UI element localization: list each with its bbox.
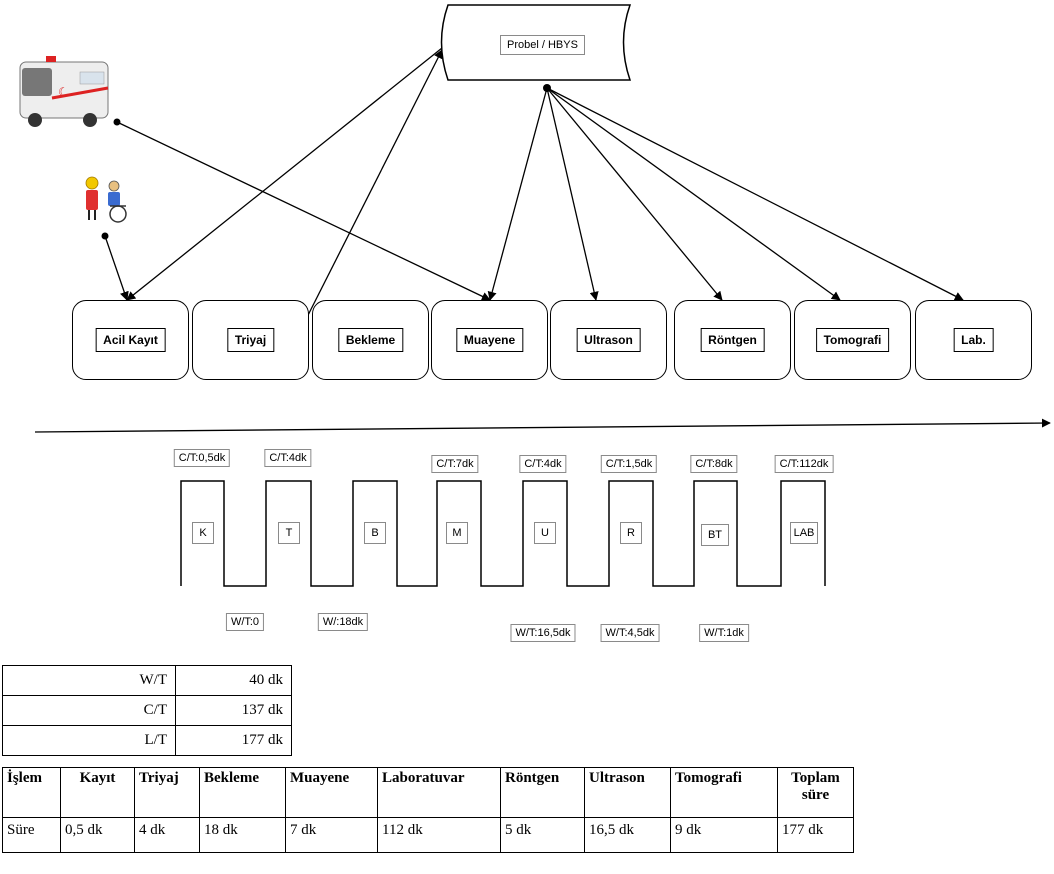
cycle-time-tag: C/T:4dk <box>264 449 312 467</box>
station-label: Muayene <box>455 328 524 352</box>
wait-time-tag: W/:18dk <box>317 613 369 631</box>
summary-key: L/T <box>2 725 176 756</box>
summary-key: W/T <box>2 665 176 696</box>
column-header: Muayene <box>285 767 378 818</box>
station-ultrason: Ultrason <box>550 300 667 380</box>
flow-hbys-to-tomografi <box>546 87 841 301</box>
cycle-time-tag: C/T:7dk <box>431 455 479 473</box>
station-label: Triyaj <box>226 328 275 352</box>
table-cell: 18 dk <box>199 817 286 853</box>
station-label: Röntgen <box>700 328 765 352</box>
station-triyaj: Triyaj <box>192 300 309 380</box>
cycle-time-tag: C/T:4dk <box>519 455 567 473</box>
summary-row: L/T 177 dk <box>2 725 292 756</box>
wait-time-tag: W/T:16,5dk <box>510 624 576 642</box>
column-header: İşlem <box>2 767 61 818</box>
column-header: Laboratuvar <box>377 767 501 818</box>
summary-row: C/T 137 dk <box>2 695 292 726</box>
station-acil-kayit: Acil Kayıt <box>72 300 189 380</box>
column-header: Bekleme <box>199 767 286 818</box>
column-header: Toplam süre <box>777 767 854 818</box>
duration-header-row: İşlem Kayıt Triyaj Bekleme Muayene Labor… <box>2 767 854 818</box>
table-cell: 7 dk <box>285 817 378 853</box>
column-header: Tomografi <box>670 767 778 818</box>
column-header: Röntgen <box>500 767 585 818</box>
process-code: U <box>534 522 556 544</box>
process-code: T <box>278 522 300 544</box>
table-cell: 112 dk <box>377 817 501 853</box>
duration-row: Süre 0,5 dk 4 dk 18 dk 7 dk 112 dk 5 dk … <box>2 817 854 853</box>
wait-time-tag: W/T:0 <box>225 613 265 631</box>
process-code: K <box>192 522 214 544</box>
process-code: R <box>620 522 642 544</box>
station-tomografi: Tomografi <box>794 300 911 380</box>
flow-patients-to-acil-kayit <box>104 235 129 301</box>
table-cell: 4 dk <box>134 817 200 853</box>
table-cell: Süre <box>2 817 61 853</box>
process-code: B <box>364 522 386 544</box>
flow-hbys-to-rontgen <box>546 87 723 301</box>
svg-text:☾: ☾ <box>58 85 69 99</box>
summary-value: 40 dk <box>175 665 292 696</box>
station-label: Ultrason <box>576 328 641 352</box>
flow-ambulance-to-muayene <box>116 121 491 301</box>
table-cell: 0,5 dk <box>60 817 135 853</box>
process-code: LAB <box>790 522 818 544</box>
process-code: M <box>446 522 468 544</box>
lead-time-ladder <box>180 480 826 587</box>
ambulance-icon: ☾ <box>19 56 109 127</box>
summary-value: 137 dk <box>175 695 292 726</box>
hbys-label: Probel / HBYS <box>500 35 585 55</box>
cycle-time-tag: C/T:112dk <box>774 455 834 473</box>
flow-hbys-to-lab <box>546 87 964 301</box>
time-axis-arrow <box>34 418 1051 433</box>
station-bekleme: Bekleme <box>312 300 429 380</box>
station-lab: Lab. <box>915 300 1032 380</box>
station-muayene: Muayene <box>431 300 548 380</box>
information-flows <box>104 47 964 338</box>
station-rontgen: Röntgen <box>674 300 791 380</box>
summary-key: C/T <box>2 695 176 726</box>
station-label: Lab. <box>953 328 994 352</box>
flow-hbys-to-ultrason <box>546 87 599 301</box>
wait-time-tag: W/T:1dk <box>699 624 749 642</box>
summary-row: W/T 40 dk <box>2 665 292 696</box>
duration-table: İşlem Kayıt Triyaj Bekleme Muayene Labor… <box>2 767 854 853</box>
cycle-time-tag: C/T:1,5dk <box>600 455 658 473</box>
patients-icon <box>85 176 127 223</box>
table-cell: 5 dk <box>500 817 585 853</box>
column-header: Ultrason <box>584 767 671 818</box>
process-code: BT <box>701 524 729 546</box>
summary-table: W/T 40 dk C/T 137 dk L/T 177 dk <box>2 665 292 756</box>
station-label: Tomografi <box>815 328 890 352</box>
flow-triyaj-to-hbys <box>296 49 443 338</box>
cycle-time-tag: C/T:0,5dk <box>173 449 231 467</box>
station-label: Bekleme <box>337 328 404 352</box>
table-cell: 16,5 dk <box>584 817 671 853</box>
summary-value: 177 dk <box>175 725 292 756</box>
station-label: Acil Kayıt <box>95 328 166 352</box>
cycle-time-tag: C/T:8dk <box>690 455 738 473</box>
table-cell: 177 dk <box>777 817 854 853</box>
wait-time-tag: W/T:4,5dk <box>600 624 660 642</box>
flow-hbys-to-acil-kayit <box>126 47 443 301</box>
column-header: Kayıt <box>60 767 135 818</box>
flow-hbys-to-muayene <box>487 87 548 301</box>
table-cell: 9 dk <box>670 817 778 853</box>
column-header: Triyaj <box>134 767 200 818</box>
